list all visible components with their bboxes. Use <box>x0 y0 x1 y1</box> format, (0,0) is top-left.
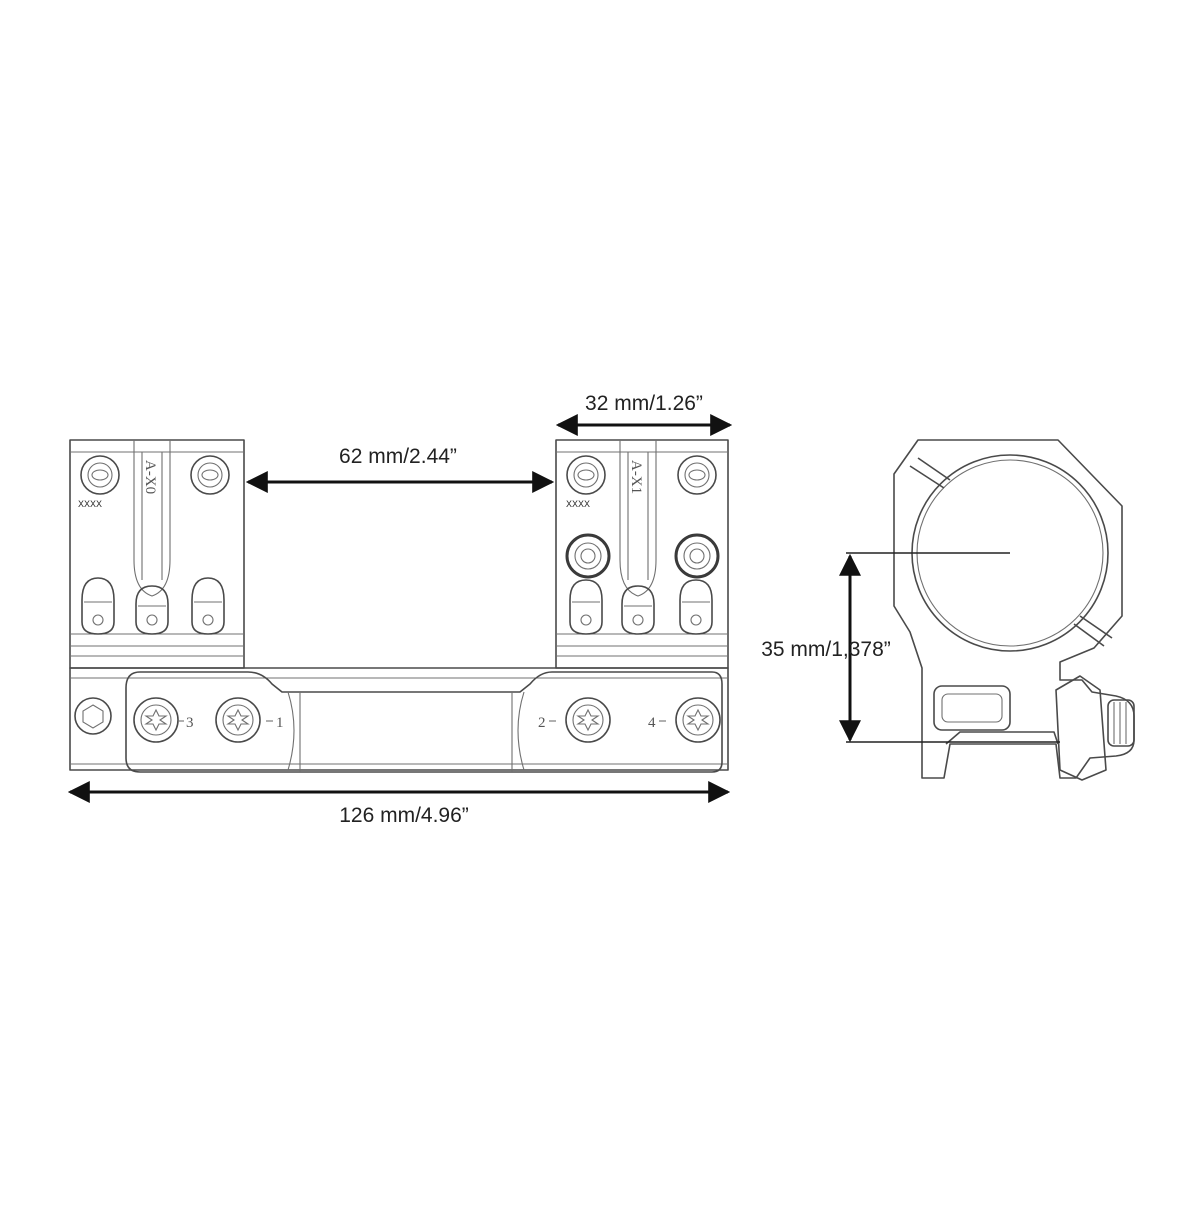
right-ring-code: A-X1 <box>628 460 644 494</box>
dimension-35mm: 35 mm/1,378” <box>761 552 1060 743</box>
base-label-4: 4 <box>648 715 656 731</box>
right-ring-serial: XXXX <box>566 500 590 511</box>
base-screw-4 <box>675 697 721 743</box>
mount-side-view: 3 1 2 4 XXX <box>69 439 729 773</box>
dimension-32mm: 32 mm/1.26” <box>555 392 733 436</box>
dim-label-center-height: 35 mm/1,378” <box>761 638 891 661</box>
dim-label-total-length: 126 mm/4.96” <box>339 804 469 827</box>
base-label-3: 3 <box>186 715 194 731</box>
dimension-62mm: 62 mm/2.44” <box>245 445 555 493</box>
left-ring: XXXX A-X0 <box>69 439 245 669</box>
right-ring: XXXX A-X1 <box>555 439 729 669</box>
dim-label-ring-gap: 62 mm/2.44” <box>339 445 457 468</box>
base-screw-3 <box>133 697 179 743</box>
dimension-126mm: 126 mm/4.96” <box>67 781 731 827</box>
left-ring-serial: XXXX <box>78 500 102 511</box>
mount-end-view <box>893 439 1135 781</box>
base-screw-1 <box>215 697 261 743</box>
base-label-1: 1 <box>276 715 284 731</box>
clamp-plate <box>125 671 723 773</box>
dim-label-ring-width: 32 mm/1.26” <box>585 392 703 415</box>
base-label-2: 2 <box>538 715 546 731</box>
base-screw-2 <box>565 697 611 743</box>
left-ring-code: A-X0 <box>142 460 158 494</box>
mount-base-outline <box>69 667 729 771</box>
